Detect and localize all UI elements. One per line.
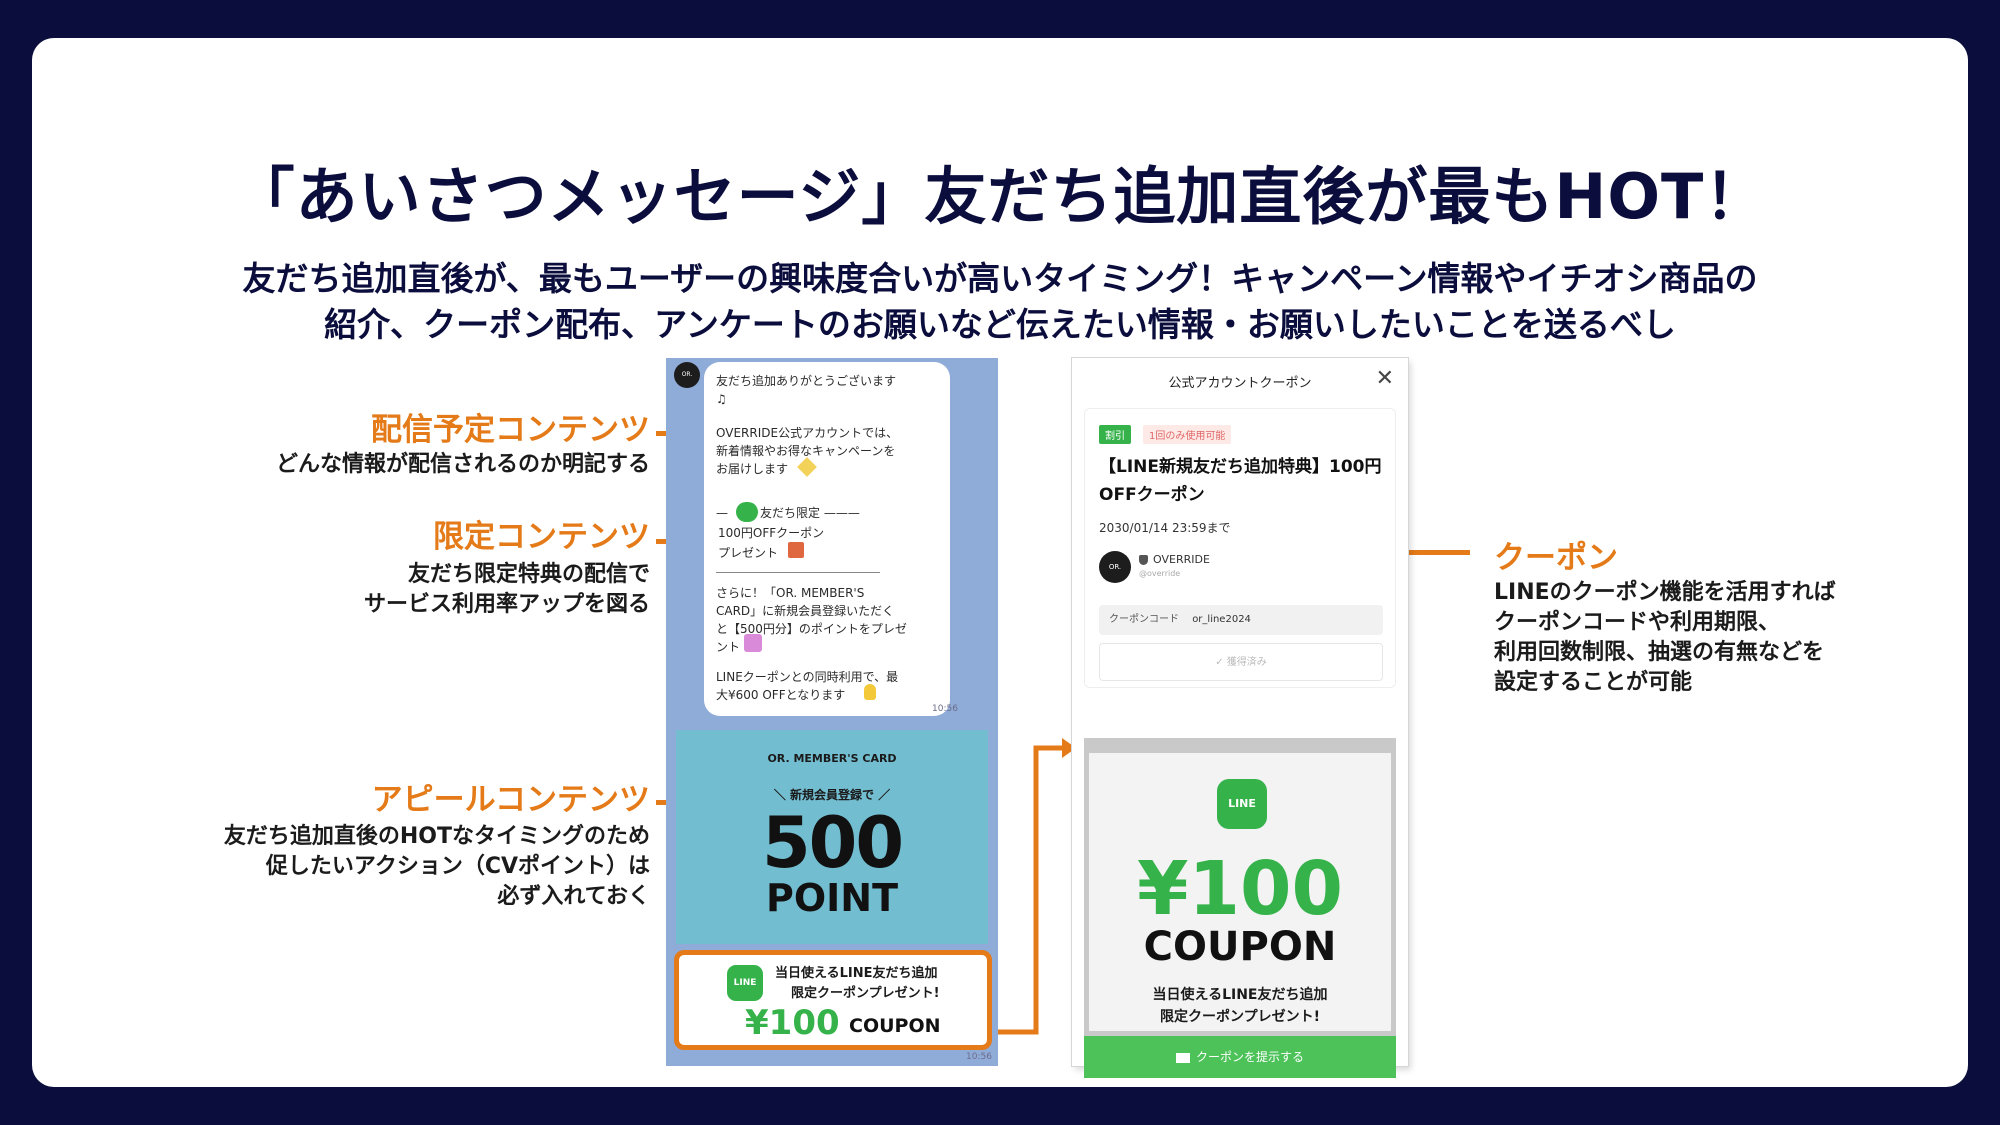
member-card-points: 500 [761, 802, 904, 884]
callout-coupon-desc-2: クーポンコードや利用期限、 [1494, 610, 1781, 635]
coupon-banner-amount: ¥100 [745, 1003, 840, 1043]
coupon-title-1: 【LINE新規友だち追加特典】100円 [1099, 457, 1382, 477]
promo-amount: ¥100 [1137, 846, 1343, 932]
coupon-promo-image: LINE ¥100 COUPON 当日使えるLINE友だち追加 限定クーポンプレ… [1084, 748, 1396, 1036]
panel-divider [1084, 738, 1396, 748]
shield-icon [1139, 555, 1148, 565]
callout-coupon-heading: クーポン [1494, 540, 1618, 576]
member-card-image: OR. MEMBER'S CARD ＼ 新規会員登録で ／ 500 POINT [676, 730, 988, 944]
shop-avatar: OR. [1099, 551, 1131, 583]
promo-word: COUPON [1143, 924, 1337, 970]
callout-appeal-heading: アピールコンテンツ [371, 782, 650, 818]
line-logo-large-icon: LINE [1217, 779, 1267, 829]
coupon-expiry: 2030/01/14 23:59まで [1099, 521, 1231, 535]
line-logo-icon: LINE [727, 965, 763, 1001]
shop-id: @override [1139, 569, 1181, 578]
callout-limited-heading: 限定コンテンツ [433, 519, 650, 555]
lightbulb-icon [864, 684, 876, 700]
member-card-subtitle: OR. MEMBER'S CARD [767, 752, 897, 765]
show-coupon-button[interactable]: クーポンを提示する [1084, 1036, 1396, 1078]
slide-card: 「あいさつメッセージ」友だち追加直後が最もHOT！ 友だち追加直後が、最もユーザ… [32, 38, 1968, 1087]
callout-delivery-desc: どんな情報が配信されるのか明記する [275, 452, 650, 477]
callout-limited-desc-1: 友だち限定特典の配信で [407, 562, 650, 587]
ticket-icon [1175, 1052, 1190, 1063]
callout-delivery-heading: 配信予定コンテンツ [371, 412, 650, 448]
close-icon[interactable]: ✕ [1375, 366, 1394, 391]
shop-name: OVERRIDE [1153, 553, 1210, 566]
arrow-to-coupon-panel [992, 738, 1076, 1035]
chat-coupon-banner[interactable]: LINE 当日使えるLINE友だち追加 限定クーポンプレゼント! ¥100 CO… [674, 950, 992, 1050]
account-avatar: OR. [674, 362, 700, 388]
divider-line [716, 572, 880, 573]
music-note-icon: ♫ [716, 392, 727, 406]
callout-limited-desc-2: サービス利用率アップを図る [363, 592, 650, 617]
chat-line: ント [716, 640, 741, 654]
tag-discount: 割引 [1099, 425, 1131, 444]
greeting-bubble: 友だち追加ありがとうございます ♫ OVERRIDE公式アカウントでは、 新着情… [704, 362, 950, 716]
callout-coupon-desc-4: 設定することが可能 [1494, 670, 1693, 695]
chat-line: OVERRIDE公式アカウントでは、 [716, 426, 899, 440]
coupon-detail-card: 割引 1回のみ使用可能 【LINE新規友だち追加特典】100円 OFFクーポン … [1084, 408, 1396, 688]
acquired-label: 獲得済み [1226, 657, 1267, 668]
chat-line: 大¥600 OFFとなります [716, 688, 846, 702]
chat-line: と【500円分】のポイントをプレゼ [716, 622, 907, 636]
chat-line: お届けします [716, 462, 789, 476]
coupon-title-2: OFFクーポン [1099, 485, 1205, 505]
message-time: 10:56 [932, 704, 958, 714]
chat-line: プレゼント [718, 546, 779, 560]
chat-line: さらに！「OR. MEMBER'S [716, 586, 865, 600]
sparkle-icon [797, 457, 817, 477]
chat-line: 友だち限定 ——— [760, 506, 860, 520]
coupon-code-field: クーポンコード or_line2024 [1099, 605, 1383, 635]
coupon-panel-screenshot: 公式アカウントクーポン ✕ 割引 1回のみ使用可能 【LINE新規友だち追加特典… [1072, 358, 1408, 1078]
party-icon [744, 634, 762, 652]
divider-dash: — [716, 506, 728, 520]
check-icon: ✓ [1215, 657, 1227, 668]
show-coupon-label: クーポンを提示する [1195, 1050, 1304, 1064]
chat-line: CARD」に新規会員登録いただく [716, 604, 895, 618]
coupon-banner-line1: 当日使えるLINE友だち追加 [775, 966, 938, 981]
chat-line: 新着情報やお得なキャンペーンを [716, 444, 896, 458]
promo-line2: 限定クーポンプレゼント! [1160, 1009, 1320, 1025]
callout-coupon-connector [1360, 550, 1470, 555]
chat-line: 100円OFFクーポン [718, 526, 825, 540]
chat-line: LINEクーポンとの同時利用で、最 [716, 670, 899, 684]
coupon-code-value: or_line2024 [1192, 614, 1251, 625]
tag-once: 1回のみ使用可能 [1143, 425, 1232, 444]
chat-line: 友だち追加ありがとうございます [716, 374, 897, 388]
callout-appeal-desc-3: 必ず入れておく [497, 884, 650, 909]
panel-title: 公式アカウントクーポン [1168, 376, 1312, 391]
callout-coupon-desc-1: LINEのクーポン機能を活用すれば [1494, 580, 1836, 605]
member-card-unit: POINT [765, 876, 899, 920]
chat-screenshot: OR. 友だち追加ありがとうございます ♫ OVERRIDE公式アカウントでは、… [666, 358, 998, 1066]
callout-appeal-desc-1: 友だち追加直後のHOTなタイミングのため [223, 824, 650, 849]
promo-line1: 当日使えるLINE友だち追加 [1152, 987, 1328, 1003]
callout-appeal-desc-2: 促したいアクション（CVポイント）は [265, 854, 650, 879]
acquired-button[interactable]: ✓ 獲得済み [1099, 643, 1383, 681]
lead-line-1: 友だち追加直後が、最もユーザーの興味度合いが高いタイミング！キャンペーン情報やイ… [242, 259, 1758, 298]
message-time-2: 10:56 [966, 1052, 992, 1062]
coupon-banner-line2: 限定クーポンプレゼント! [791, 986, 940, 1001]
member-card-middle: ＼ 新規会員登録で ／ [773, 788, 891, 802]
lead-line-2: 紹介、クーポン配布、アンケートのお願いなど伝えたい情報・お願いしたいことを送るべ… [324, 305, 1676, 344]
callout-coupon-desc-3: 利用回数制限、抽選の有無などを [1494, 640, 1825, 665]
coupon-banner-word: COUPON [849, 1015, 941, 1037]
coupon-code-label: クーポンコード [1109, 614, 1179, 625]
line-mini-icon [736, 502, 758, 522]
gift-icon [788, 542, 804, 558]
slide-title: 「あいさつメッセージ」友だち追加直後が最もHOT！ [232, 160, 1768, 233]
